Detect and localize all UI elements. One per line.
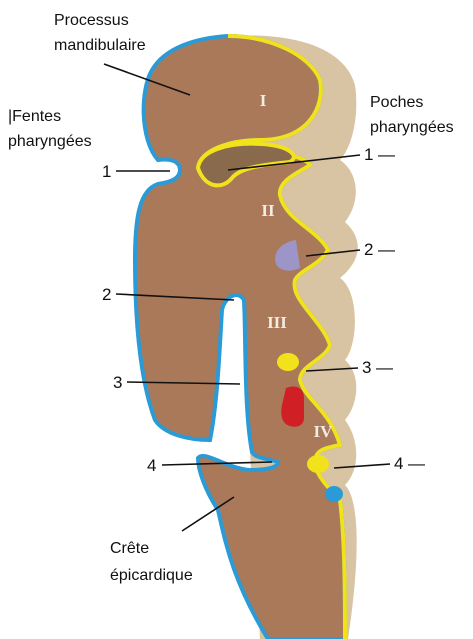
arch-label-II: II bbox=[261, 201, 275, 220]
pouch-number-1: 1 bbox=[364, 145, 373, 164]
blue-structure bbox=[325, 486, 343, 502]
cleft-number-4: 4 bbox=[147, 456, 156, 475]
cleft-number-2: 2 bbox=[102, 285, 111, 304]
pouch-dash-2: — bbox=[378, 240, 395, 259]
cleft-number-3: 3 bbox=[113, 373, 122, 392]
pouch-dash-1: — bbox=[378, 145, 395, 164]
label-fentes-line2: pharyngées bbox=[8, 133, 92, 150]
label-processus-line1: Processus bbox=[54, 12, 129, 29]
label-processus-line2: mandibulaire bbox=[54, 37, 146, 54]
cleft-number-1: 1 bbox=[102, 162, 111, 181]
pouch-dash-3: — bbox=[376, 358, 393, 377]
label-crete-line1: Crête bbox=[110, 540, 149, 557]
pouch-number-4: 4 bbox=[394, 454, 403, 473]
pouch-number-3: 3 bbox=[362, 358, 371, 377]
pouch-dash-4: — bbox=[408, 454, 425, 473]
label-fentes-line1: |Fentes bbox=[8, 108, 61, 125]
arch-label-I: I bbox=[260, 91, 267, 110]
pouch-number-2: 2 bbox=[364, 240, 373, 259]
pouch-4-yellow-structure bbox=[307, 455, 329, 473]
arch-label-III: III bbox=[267, 313, 287, 332]
label-crete-line2: épicardique bbox=[110, 567, 193, 584]
label-poches-line1: Poches bbox=[370, 94, 423, 111]
pouch-3-yellow-structure bbox=[277, 353, 299, 371]
arch-label-IV: IV bbox=[314, 422, 334, 441]
label-poches-line2: pharyngées bbox=[370, 119, 454, 136]
